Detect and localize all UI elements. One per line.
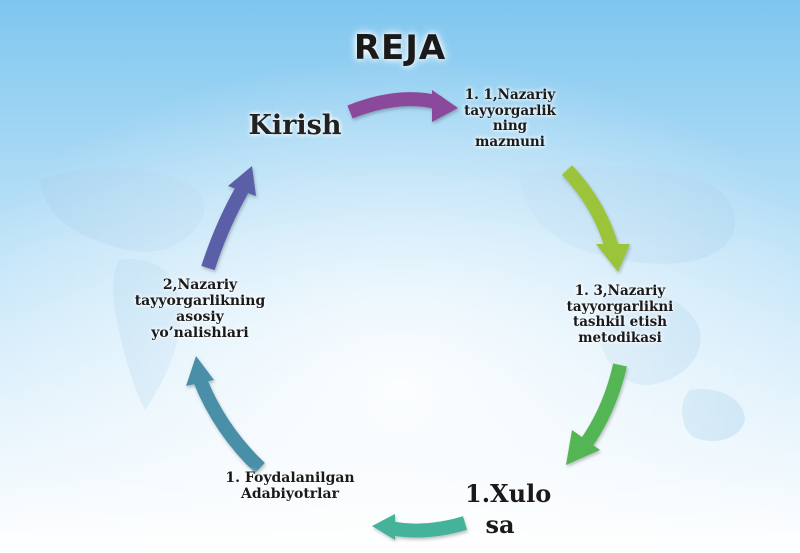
node-line: ning [492, 118, 528, 135]
node-line: mazmuni [475, 133, 545, 150]
node-line: 1. Foydalanilgan [225, 470, 355, 486]
node-line: tayyorgarlikning [134, 293, 266, 310]
node-nazariy-mazmuni: 1. 1,Nazariy tayyorgarlik ning mazmuni [450, 87, 570, 150]
node-kirish: Kirish [248, 110, 342, 141]
page-title: REJA [353, 28, 447, 68]
node-asosiy-yonalishlari: 2,Nazariy tayyorgarlikning asosiy yo’nal… [120, 277, 280, 341]
arrow-left-bottom [186, 356, 265, 474]
node-line: 1. 1,Nazariy [464, 87, 556, 103]
node-line: tayyorgarlik [464, 102, 556, 119]
arrow-left-top [201, 166, 256, 271]
node-line: asosiy [176, 309, 224, 326]
node-tashkil-metodikasi: 1. 3,Nazariy tayyorgarlikni tashkil etis… [560, 283, 680, 346]
node-line: Adabiyotrlar [241, 486, 339, 503]
node-xulosa: 1.Xulo sa [465, 478, 552, 540]
arrow-top [347, 90, 458, 122]
node-line: tashkil etish [572, 314, 668, 331]
node-line: tayyorgarlikni [566, 298, 674, 315]
node-line: sa [485, 510, 515, 540]
arrow-right-bottom [566, 363, 627, 465]
arrow-right-top [561, 165, 630, 272]
node-line: yo’nalishlari [151, 325, 249, 342]
node-line: 1.Xulo [465, 479, 552, 508]
node-line: 1. 3,Nazariy [574, 283, 666, 299]
node-line: metodikasi [578, 329, 662, 346]
arrow-bottom [372, 514, 468, 540]
node-line: 2,Nazariy [162, 277, 238, 293]
node-foydalanilgan-adabiyotlar: 1. Foydalanilgan Adabiyotrlar [210, 470, 370, 502]
